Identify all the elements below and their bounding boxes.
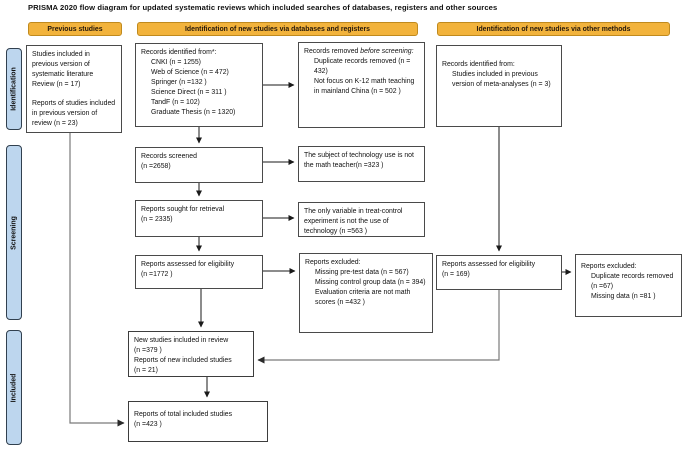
box-reports-sought: Reports sought for retrieval (n = 2335) — [135, 200, 263, 237]
sidebar-stage-screening: Screening — [6, 145, 22, 320]
records-screened-text: Records screened — [141, 153, 197, 160]
records-identified-item: Science Direct (n = 311 ) — [151, 89, 227, 96]
other-reports-assessed-count: (n = 169) — [442, 271, 470, 278]
sidebar-stage-identification-label: Identification — [10, 67, 18, 111]
previous-studies-text-1: Studies included in previous version of … — [32, 51, 94, 88]
sidebar-stage-screening-label: Screening — [10, 215, 18, 250]
records-removed-item: Not focus on K-12 math teaching in mainl… — [314, 78, 415, 95]
box-excluded-variable: The only variable in treat-control exper… — [298, 202, 425, 237]
sidebar-stage-identification: Identification — [6, 48, 22, 130]
box-previous-studies: Studies included in previous version of … — [26, 45, 122, 133]
other-reports-assessed-text: Reports assessed for eligibility — [442, 261, 536, 268]
box-reports-assessed: Reports assessed for eligibility (n =177… — [135, 255, 263, 289]
reports-excluded-db-item: Missing pre-test data (n = 567) — [315, 269, 409, 276]
box-records-identified: Records identified from*: CNKI (n = 1255… — [135, 43, 263, 127]
box-records-screened: Records screened (n =2658) — [135, 147, 263, 183]
new-studies-count-2: (n = 21) — [134, 367, 158, 374]
records-identified-item: Web of Science (n = 472) — [151, 69, 229, 76]
total-included-count: (n =423 ) — [134, 421, 162, 428]
box-reports-excluded-databases: Reports excluded: Missing pre-test data … — [299, 253, 433, 333]
records-removed-item: Duplicate records removed (n = 432) — [314, 58, 411, 75]
line-previous-to-total — [69, 133, 125, 427]
box-reports-excluded-other: Reports excluded: Duplicate records remo… — [575, 254, 682, 317]
previous-studies-text-2: Reports of studies included in previous … — [32, 100, 116, 127]
records-identified-item: CNKI (n = 1255) — [151, 59, 201, 66]
records-identified-item: Graduate Thesis (n = 1320) — [151, 109, 236, 116]
reports-excluded-db-head: Reports excluded: — [305, 259, 361, 266]
reports-assessed-text: Reports assessed for eligibility — [141, 261, 235, 268]
records-identified-head: Records identified from*: — [141, 49, 217, 56]
other-records-item: Studies included in previous version of … — [452, 71, 551, 88]
box-total-included: Reports of total included studies (n =42… — [128, 401, 268, 442]
box-other-reports-assessed: Reports assessed for eligibility (n = 16… — [436, 255, 562, 290]
reports-excluded-other-item: Missing data (n =81 ) — [591, 293, 656, 300]
reports-sought-count: (n = 2335) — [141, 216, 173, 223]
header-previous-studies-label: Previous studies — [47, 25, 103, 33]
records-screened-count: (n =2658) — [141, 163, 171, 170]
diagram-title: PRISMA 2020 flow diagram for updated sys… — [28, 3, 498, 12]
box-other-records-identified: Records identified from: Studies include… — [436, 45, 562, 127]
box-new-studies-included: New studies included in review (n =379 )… — [128, 331, 254, 377]
other-records-head: Records identified from: — [442, 61, 515, 68]
excluded-subject-text: The subject of technology use is not the… — [304, 152, 414, 169]
reports-excluded-other-item: Duplicate records removed (n =67) — [591, 273, 674, 290]
records-removed-head: Records removed before screening: — [304, 47, 419, 57]
header-other-methods-label: Identification of new studies via other … — [476, 25, 631, 33]
records-removed-head-pre: Records removed — [304, 48, 361, 55]
header-databases-registers-label: Identification of new studies via databa… — [185, 25, 370, 33]
excluded-variable-text: The only variable in treat-control exper… — [304, 208, 403, 235]
new-studies-count-1: (n =379 ) — [134, 347, 162, 354]
header-other-methods: Identification of new studies via other … — [437, 22, 670, 36]
new-studies-text-1: New studies included in review — [134, 337, 229, 344]
reports-excluded-db-item: Evaluation criteria are not math scores … — [315, 289, 411, 306]
records-identified-item: Springer (n =132 ) — [151, 79, 207, 86]
sidebar-stage-included: Included — [6, 330, 22, 445]
reports-assessed-count: (n =1772 ) — [141, 271, 173, 278]
sidebar-stage-included-label: Included — [10, 373, 18, 402]
total-included-text: Reports of total included studies — [134, 411, 233, 418]
reports-excluded-other-head: Reports excluded: — [581, 263, 637, 270]
box-records-removed: Records removed before screening: Duplic… — [298, 42, 425, 128]
header-previous-studies: Previous studies — [28, 22, 122, 36]
reports-excluded-db-item: Missing control group data (n = 394) — [315, 279, 426, 286]
records-identified-item: TandF (n = 102) — [151, 99, 200, 106]
new-studies-text-2: Reports of new included studies — [134, 357, 232, 364]
records-removed-head-italic: before screening: — [360, 48, 414, 55]
reports-sought-text: Reports sought for retrieval — [141, 206, 225, 213]
box-excluded-subject: The subject of technology use is not the… — [298, 146, 425, 182]
header-databases-registers: Identification of new studies via databa… — [137, 22, 418, 36]
